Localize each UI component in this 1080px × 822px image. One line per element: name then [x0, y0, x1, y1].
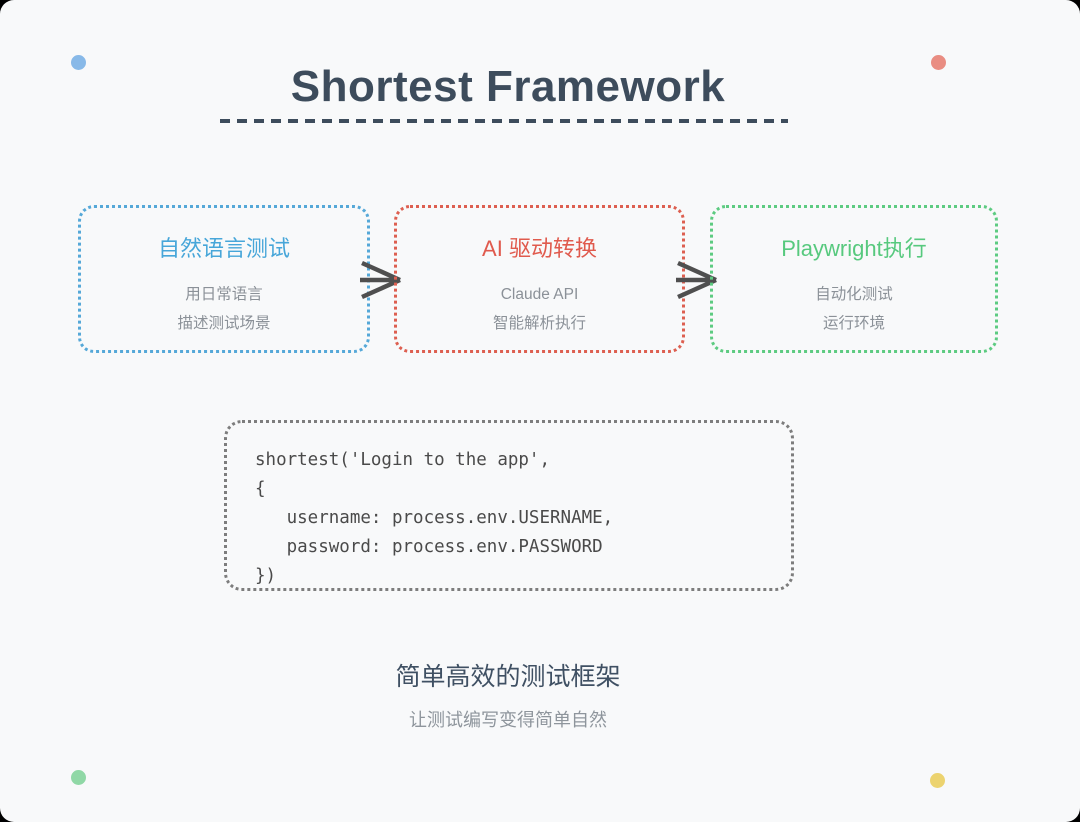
decor-dot-yellow: [930, 773, 945, 788]
step-description-line: 用日常语言: [185, 286, 263, 303]
step-description-line: 描述测试场景: [177, 315, 271, 332]
arrow-right-icon: [676, 260, 717, 300]
step-description-line: 智能解析执行: [492, 315, 586, 332]
page-title: Shortest Framework: [290, 62, 726, 111]
code-snippet: shortest('Login to the app', { username:…: [255, 450, 614, 586]
decor-dot-green: [71, 770, 86, 785]
decor-dot-red: [931, 55, 946, 70]
step-title: Playwright执行: [781, 236, 927, 261]
step-description-line: Claude API: [500, 286, 579, 303]
step-title: 自然语言测试: [157, 236, 290, 261]
footer-subheading: 让测试编写变得简单自然: [409, 710, 607, 730]
title-dashed-underline: [220, 119, 788, 123]
step-description-line: 自动化测试: [815, 286, 893, 303]
code-snippet-box: shortest('Login to the app', { username:…: [224, 420, 794, 591]
step-description-line: 运行环境: [822, 315, 885, 332]
decor-dot-blue: [71, 55, 86, 70]
arrow-right-icon: [360, 260, 401, 300]
flow-step-ai-conversion: AI 驱动转换 Claude API 智能解析执行: [394, 205, 685, 353]
flow-step-natural-language: 自然语言测试 用日常语言 描述测试场景: [78, 205, 370, 353]
footer-heading: 简单高效的测试框架: [395, 663, 621, 691]
flow-step-playwright-execution: Playwright执行 自动化测试 运行环境: [710, 205, 998, 353]
step-title: AI 驱动转换: [482, 236, 597, 261]
